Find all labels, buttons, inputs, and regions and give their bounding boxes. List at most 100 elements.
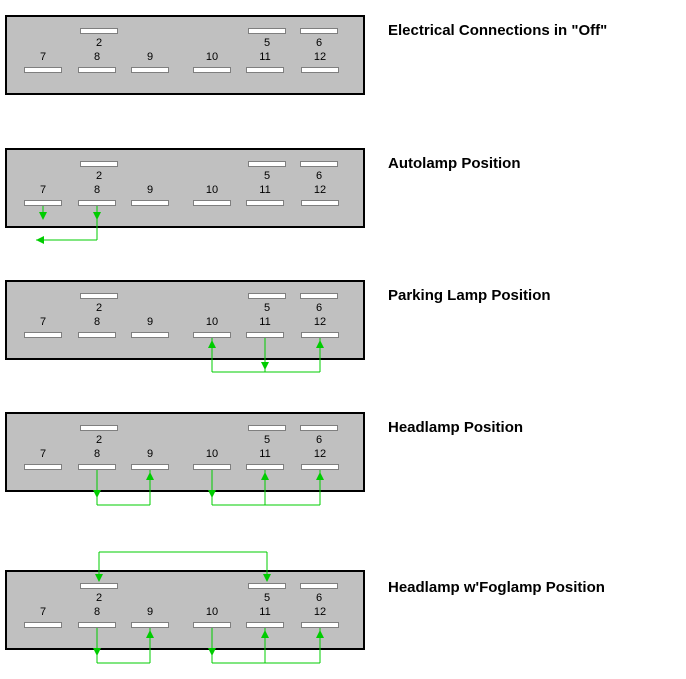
terminal-7-label: 7 [39, 448, 47, 460]
terminal-11-contact [246, 622, 284, 628]
terminal-7-contact [24, 332, 62, 338]
terminal-11: 11 [246, 447, 284, 470]
terminal-2-label: 2 [95, 302, 103, 314]
terminal-11-label: 11 [259, 316, 271, 328]
terminal-7: 7 [24, 447, 62, 470]
terminal-7: 7 [24, 183, 62, 206]
terminal-2-label: 2 [95, 592, 103, 604]
terminal-7-contact [24, 464, 62, 470]
connector-autolamp-position: 2 5 6 7 8 9 10 11 12 [5, 148, 365, 228]
terminal-6-label: 6 [315, 302, 323, 314]
terminal-8-contact [78, 200, 116, 206]
terminal-6: 6 [300, 425, 338, 447]
terminal-12: 12 [301, 447, 339, 470]
terminal-6: 6 [300, 583, 338, 605]
terminal-10-contact [193, 464, 231, 470]
terminal-11-label: 11 [259, 448, 271, 460]
terminal-8-contact [78, 622, 116, 628]
terminal-12-label: 12 [313, 448, 327, 460]
terminal-9-contact [131, 67, 169, 73]
terminal-6-contact [300, 583, 338, 589]
terminal-11-contact [246, 464, 284, 470]
terminal-7-label: 7 [39, 51, 47, 63]
connector-headlamp-position: 2 5 6 7 8 9 10 11 12 [5, 412, 365, 492]
terminal-9-contact [131, 622, 169, 628]
terminal-2-label: 2 [95, 434, 103, 446]
terminal-6-label: 6 [315, 37, 323, 49]
terminal-10: 10 [193, 315, 231, 338]
terminal-5-contact [248, 583, 286, 589]
terminal-9-label: 9 [146, 51, 154, 63]
terminal-2-contact [80, 293, 118, 299]
terminal-11: 11 [246, 315, 284, 338]
position-label-off: Electrical Connections in "Off" [388, 22, 608, 39]
terminal-8-contact [78, 67, 116, 73]
terminal-7-contact [24, 67, 62, 73]
terminal-7: 7 [24, 50, 62, 73]
connector-headlamp-foglamp-position: 2 5 6 7 8 9 10 11 12 [5, 570, 365, 650]
terminal-8-label: 8 [93, 606, 101, 618]
terminal-7-contact [24, 622, 62, 628]
terminal-7: 7 [24, 315, 62, 338]
terminal-2-label: 2 [95, 170, 103, 182]
terminal-12: 12 [301, 50, 339, 73]
terminal-5-contact [248, 425, 286, 431]
terminal-6-label: 6 [315, 170, 323, 182]
terminal-12: 12 [301, 183, 339, 206]
terminal-10: 10 [193, 605, 231, 628]
terminal-10-label: 10 [205, 51, 219, 63]
terminal-5-label: 5 [263, 302, 271, 314]
terminal-8: 8 [78, 315, 116, 338]
terminal-2-contact [80, 583, 118, 589]
terminal-2-contact [80, 425, 118, 431]
terminal-5: 5 [248, 161, 286, 183]
terminal-12-contact [301, 464, 339, 470]
terminal-8-label: 8 [93, 51, 101, 63]
terminal-2: 2 [80, 425, 118, 447]
connector-off-position: 2 5 6 7 8 9 10 11 12 [5, 15, 365, 95]
terminal-11-contact [246, 332, 284, 338]
terminal-12-label: 12 [313, 51, 327, 63]
terminal-8: 8 [78, 447, 116, 470]
terminal-9-label: 9 [146, 184, 154, 196]
terminal-9: 9 [131, 183, 169, 206]
terminal-11-label: 11 [259, 51, 271, 63]
terminal-5-label: 5 [263, 37, 271, 49]
terminal-12-label: 12 [313, 606, 327, 618]
terminal-7-label: 7 [39, 606, 47, 618]
terminal-8: 8 [78, 50, 116, 73]
terminal-9-label: 9 [146, 606, 154, 618]
terminal-8: 8 [78, 183, 116, 206]
terminal-12-contact [301, 67, 339, 73]
terminal-5-label: 5 [263, 592, 271, 604]
terminal-9-contact [131, 464, 169, 470]
terminal-2-contact [80, 28, 118, 34]
terminal-6: 6 [300, 161, 338, 183]
terminal-6-contact [300, 161, 338, 167]
terminal-8: 8 [78, 605, 116, 628]
terminal-9-label: 9 [146, 448, 154, 460]
position-label-headlamp-foglamp: Headlamp w'Foglamp Position [388, 579, 605, 596]
terminal-10: 10 [193, 183, 231, 206]
terminal-5: 5 [248, 425, 286, 447]
terminal-7-label: 7 [39, 184, 47, 196]
terminal-12-contact [301, 200, 339, 206]
terminal-6-label: 6 [315, 434, 323, 446]
terminal-8-label: 8 [93, 448, 101, 460]
terminal-2: 2 [80, 583, 118, 605]
terminal-12-contact [301, 622, 339, 628]
terminal-10-label: 10 [205, 184, 219, 196]
terminal-8-label: 8 [93, 184, 101, 196]
terminal-5-label: 5 [263, 434, 271, 446]
arrowhead-down-terminal-11 [261, 362, 269, 370]
terminal-11-label: 11 [259, 606, 271, 618]
terminal-5-contact [248, 293, 286, 299]
terminal-7-label: 7 [39, 316, 47, 328]
terminal-5-label: 5 [263, 170, 271, 182]
connector-parking-lamp-position: 2 5 6 7 8 9 10 11 12 [5, 280, 365, 360]
terminal-9-contact [131, 200, 169, 206]
terminal-2: 2 [80, 161, 118, 183]
terminal-6-label: 6 [315, 592, 323, 604]
terminal-12-label: 12 [313, 184, 327, 196]
